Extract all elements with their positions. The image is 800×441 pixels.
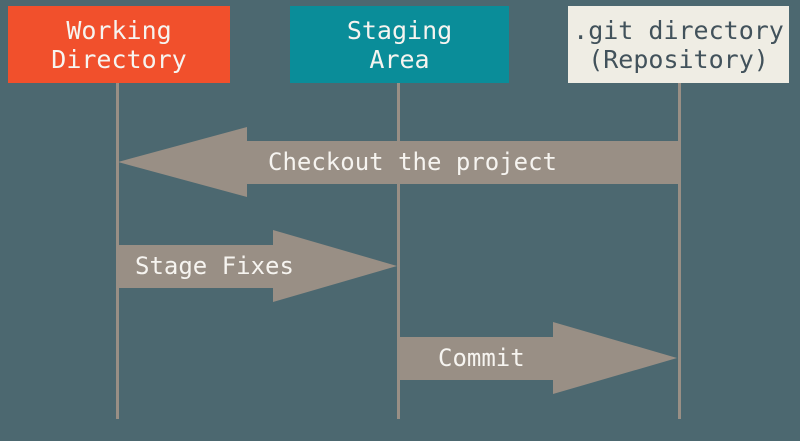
- checkout-arrow-label: Checkout the project: [268, 148, 557, 176]
- stage-fixes-arrowhead-icon: [273, 230, 397, 302]
- staging-area-label-line1: Staging: [346, 15, 453, 45]
- working-directory-label-line1: Working: [66, 15, 172, 45]
- commit-arrow-label: Commit: [438, 344, 525, 372]
- working-directory-lifeline: [116, 83, 119, 419]
- staging-area-lifeline: [397, 83, 400, 419]
- checkout-arrow-shaft: [246, 141, 680, 184]
- stage-fixes-arrow-label: Stage Fixes: [135, 252, 294, 280]
- commit-arrow-shaft: [398, 337, 554, 380]
- working-directory-label-line2: Directory: [51, 44, 187, 74]
- checkout-arrowhead-icon: [118, 127, 247, 197]
- git-directory-lifeline: [678, 83, 681, 419]
- commit-arrowhead-icon: [553, 322, 677, 394]
- working-directory-box: Working Directory: [8, 6, 230, 83]
- git-directory-box: .git directory (Repository): [568, 6, 789, 83]
- stage-fixes-arrow-shaft: [118, 245, 274, 288]
- staging-area-label-line2: Area: [369, 44, 430, 74]
- staging-area-box: Staging Area: [290, 6, 509, 83]
- git-directory-label-line2: (Repository): [588, 44, 769, 74]
- git-directory-label-line1: .git directory: [573, 15, 784, 45]
